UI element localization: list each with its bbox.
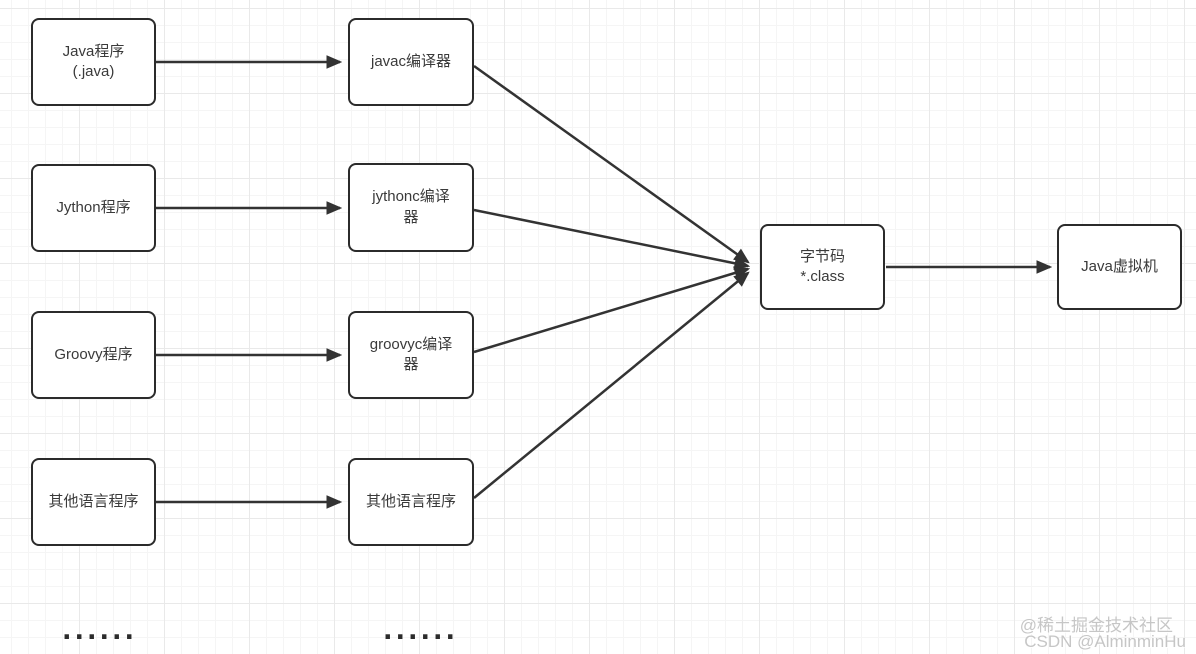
ellipsis-middle-column: ...... bbox=[383, 616, 458, 645]
watermark-line-1: @稀土掘金技术社区 bbox=[1019, 616, 1173, 635]
node-java-vm: Java虚拟机 bbox=[1057, 224, 1182, 310]
ellipsis-left-column: ...... bbox=[62, 616, 137, 645]
node-groovyc-compiler: groovyc编译 器 bbox=[348, 311, 474, 399]
node-groovy-program: Groovy程序 bbox=[31, 311, 156, 399]
node-jython-program: Jython程序 bbox=[31, 164, 156, 252]
arrow-othercomp-to-bytecode bbox=[473, 273, 748, 499]
watermark: @稀土掘金技术社区 CSDN @AlminminHu bbox=[1019, 616, 1186, 651]
node-java-program: Java程序 (.java) bbox=[31, 18, 156, 106]
arrow-javac-to-bytecode bbox=[473, 64, 748, 262]
arrow-jythonc-to-bytecode bbox=[473, 208, 748, 266]
watermark-line-2: CSDN @AlminminHu bbox=[1024, 632, 1186, 651]
node-other-language-program: 其他语言程序 bbox=[31, 458, 156, 546]
node-other-language-compiler: 其他语言程序 bbox=[348, 458, 474, 546]
node-javac-compiler: javac编译器 bbox=[348, 18, 474, 106]
arrow-groovyc-to-bytecode bbox=[473, 269, 748, 354]
node-bytecode-class: 字节码 *.class bbox=[760, 224, 885, 310]
node-jythonc-compiler: jythonc编译 器 bbox=[348, 163, 474, 252]
